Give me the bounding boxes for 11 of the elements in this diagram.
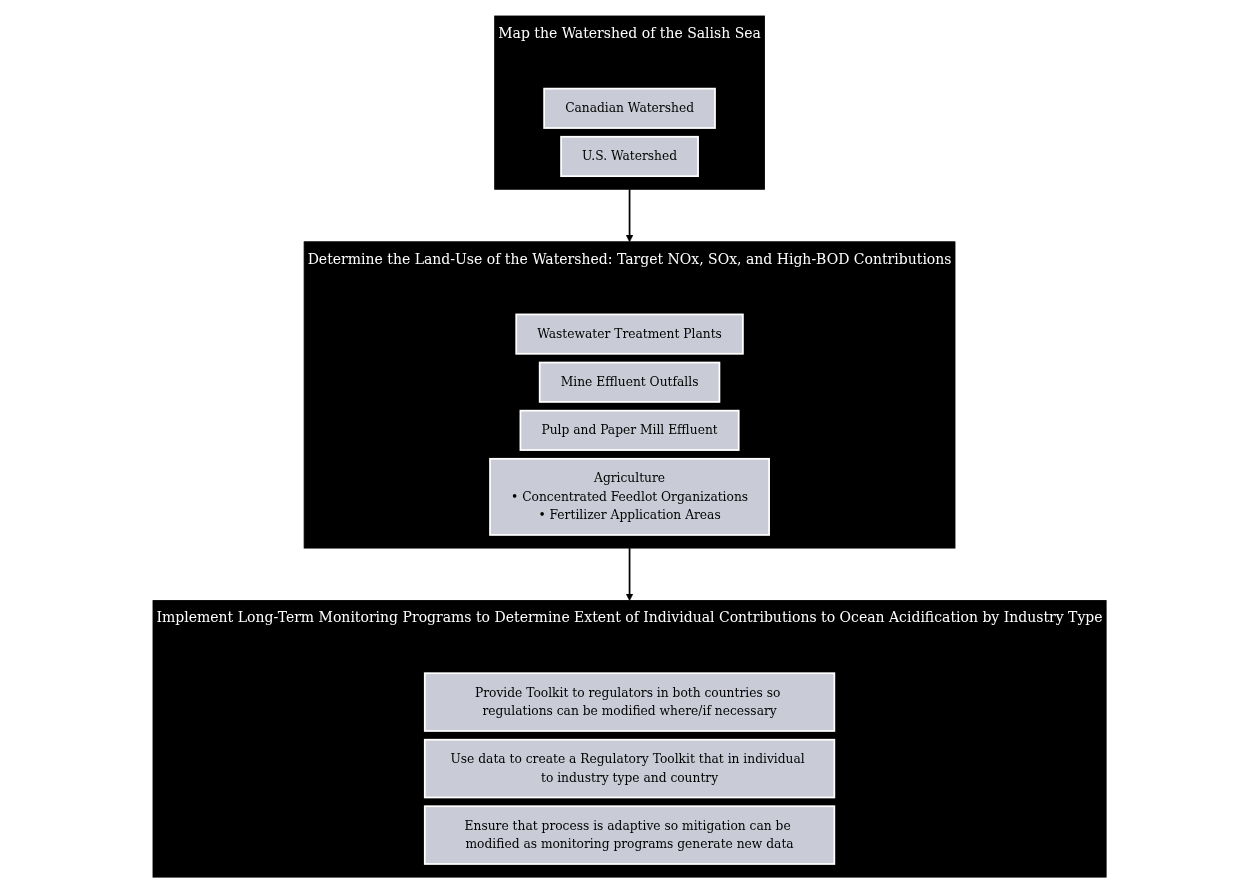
node-box: Mine Effluent Outfalls	[538, 361, 721, 403]
arrow	[625, 188, 634, 243]
node-box: Provide Toolkit to regulators in both countries so regulations can be modified where/if necessary	[423, 672, 836, 732]
node-box: Wastewater Treatment Plants	[515, 313, 744, 355]
node-box: Canadian Watershed	[543, 87, 716, 129]
node-box: Ensure that process is adaptive so mitigation can be modified as monitoring programs generate new data	[423, 805, 836, 865]
node-box: Agriculture • Concentrated Feedlot Organizations • Fertilizer Application Areas	[489, 457, 770, 536]
node-box: Use data to create a Regulatory Toolkit that in individual to industry type and country	[423, 738, 836, 799]
arrow	[625, 547, 634, 601]
node-box: Pulp and Paper Mill Effluent	[519, 409, 740, 451]
node-box: U.S. Watershed	[560, 135, 699, 177]
